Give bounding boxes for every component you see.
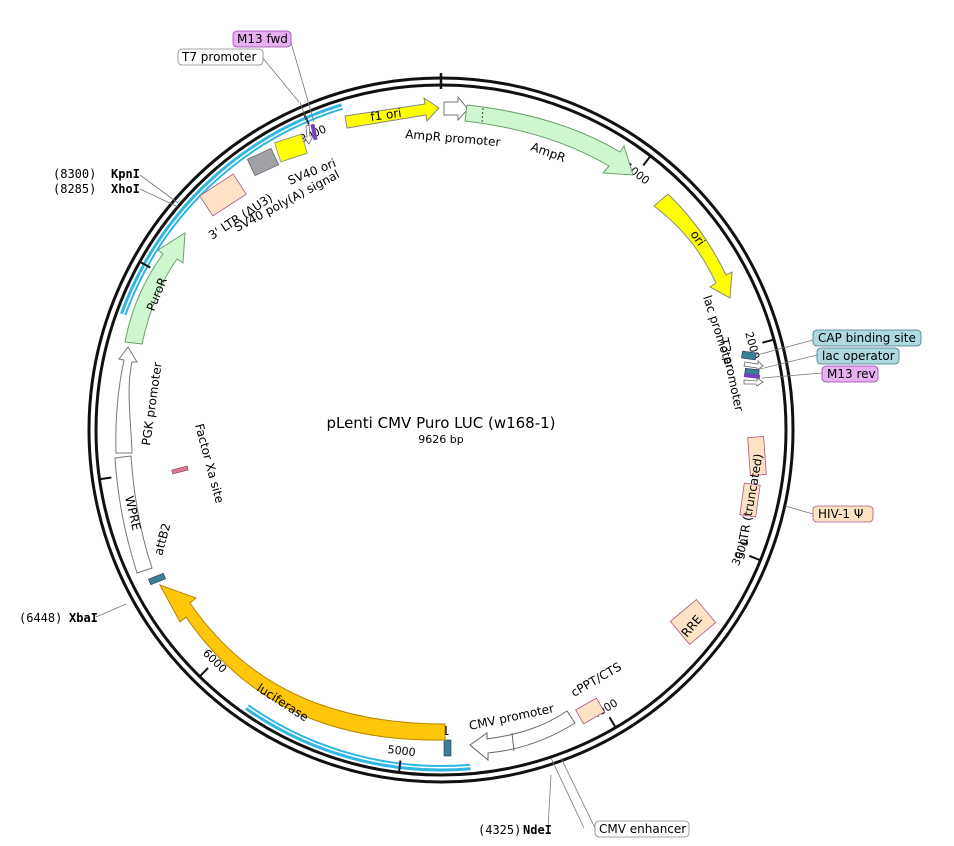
blue-track-left-outer — [120, 103, 343, 315]
callout-hiv-box[interactable] — [812, 505, 874, 523]
label-t3-promoter: T3 promoter — [717, 336, 746, 413]
map-title: pLenti CMV Puro LUC (w168-1) — [326, 414, 555, 432]
feature-lac-promoter-arrow[interactable] — [743, 360, 764, 371]
label-attb2: attB2 — [151, 522, 173, 557]
feature-cppt[interactable] — [575, 697, 605, 725]
label-factor-xa: Factor Xa site — [192, 422, 227, 504]
feature-hiv-psi-box-2[interactable] — [739, 482, 761, 518]
feature-m13-fwd[interactable] — [310, 123, 318, 141]
feature-t3-promoter-arrow[interactable] — [743, 377, 764, 387]
feature-f1-ori[interactable] — [344, 96, 440, 129]
tick-7000 — [99, 476, 112, 481]
callout-m13rev-text: M13 rev — [827, 367, 876, 381]
feature-wpre[interactable] — [114, 455, 153, 574]
feature-rre[interactable] — [669, 599, 717, 645]
callout-leaders — [95, 38, 823, 829]
tick-8000 — [139, 260, 151, 269]
callout-lacop-text: lac operator — [822, 349, 895, 363]
site-ndei-name[interactable]: NdeI — [523, 823, 552, 837]
label-5ltr: 5' LTR (truncated) — [733, 453, 765, 561]
tick-2000 — [762, 338, 775, 344]
callout-m13rev-box[interactable] — [821, 365, 879, 383]
callout-t7-text: T7 promoter — [181, 50, 257, 64]
feature-sv40-ori[interactable] — [274, 133, 308, 163]
feature-hiv-psi-box-1[interactable] — [747, 436, 767, 476]
tick-1000 — [642, 155, 652, 167]
callout-cmvenh-text: CMV enhancer — [599, 822, 686, 836]
label-ampr-promoter: AmpR promoter — [405, 127, 501, 149]
callout-m13-fwd-text: M13 fwd — [237, 32, 288, 46]
site-xbai-pos: (6448) — [19, 611, 62, 625]
tick-6000 — [198, 667, 209, 678]
label-f1-ori: f1 ori — [369, 106, 402, 124]
blue-track-bottom-outer — [245, 707, 471, 772]
map-size: 9626 bp — [418, 433, 463, 446]
callout-cmvenh-box[interactable] — [594, 820, 690, 838]
tick-5000 — [398, 760, 402, 773]
tick-label-5000: 5000 — [387, 743, 416, 759]
blue-track-left-inner — [124, 107, 344, 316]
blue-tracks — [120, 103, 471, 772]
site-kpni-pos: (8300) — [53, 167, 96, 181]
feature-pgk-promoter[interactable] — [115, 346, 138, 454]
site-kpni-name[interactable]: KpnI — [111, 167, 140, 181]
feature-3ltr[interactable] — [199, 173, 247, 217]
callout-hiv-text: HIV-1 Ψ — [818, 507, 863, 521]
callout-m13-fwd-box[interactable] — [232, 30, 292, 48]
feature-sv40-polya[interactable] — [246, 147, 280, 177]
label-pgk-promoter: PGK promoter — [139, 361, 165, 446]
label-cppt: cPPT/CTS — [569, 660, 624, 700]
feature-puror[interactable] — [124, 232, 186, 345]
tick-4000 — [608, 716, 617, 729]
feature-attb2[interactable] — [148, 572, 166, 586]
feature-t7-promoter-arrow[interactable] — [303, 124, 314, 145]
site-xhoi-pos: (8285) — [53, 182, 96, 196]
callout-t7-box[interactable] — [177, 48, 264, 66]
callout-cap-text: CAP binding site — [818, 331, 916, 345]
feature-ori[interactable] — [653, 193, 733, 299]
site-xbai-name[interactable]: XbaI — [69, 611, 98, 625]
callout-cap-box[interactable] — [812, 329, 922, 347]
feature-ampr-promoter[interactable] — [443, 95, 469, 122]
feature-attb1[interactable] — [443, 739, 452, 757]
blue-track-bottom-inner — [247, 704, 471, 767]
feature-factor-xa[interactable] — [171, 465, 189, 475]
feature-luciferase[interactable] — [158, 584, 446, 741]
feature-cmv-promoter[interactable] — [469, 710, 576, 762]
feature-ampr[interactable] — [464, 104, 634, 176]
site-ndei-pos: (4325) — [478, 823, 521, 837]
site-xhoi-name[interactable]: XhoI — [111, 182, 140, 196]
callout-lacop-box[interactable] — [816, 347, 900, 365]
feature-cap-binding-site[interactable] — [741, 350, 757, 361]
tick-3000 — [748, 554, 761, 562]
feature-m13-rev[interactable] — [743, 373, 761, 379]
